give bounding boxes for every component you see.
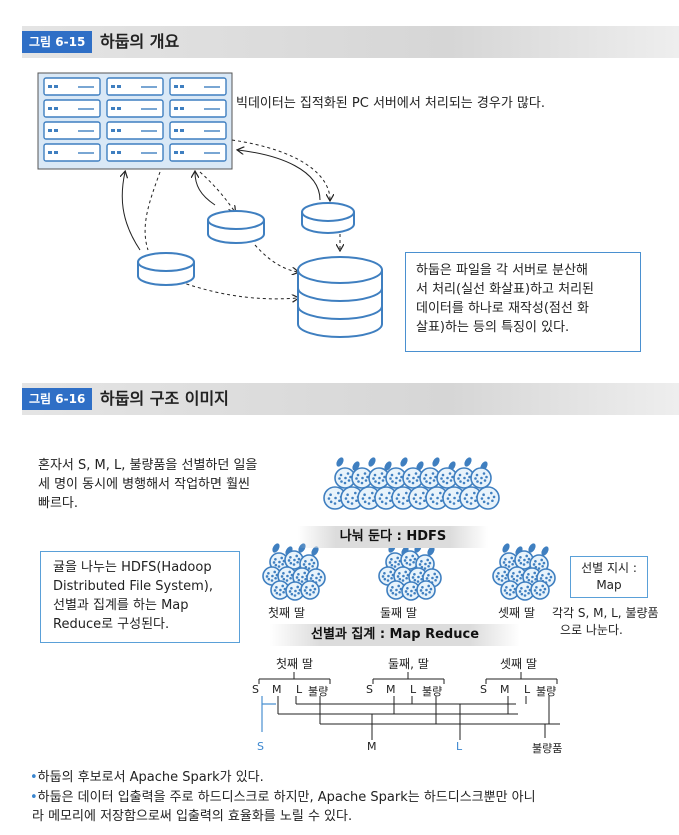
server-unit-icon — [169, 99, 227, 118]
orange-pile-icon — [378, 543, 442, 601]
bullet-text: 하둡의 후보로서 Apache Spark가 있다. — [37, 770, 264, 785]
grade-label: L — [524, 683, 531, 696]
grade-label: L — [296, 683, 303, 696]
server-unit-icon — [169, 77, 227, 96]
orange-pile-icon — [262, 543, 326, 601]
final-grade: M — [367, 740, 377, 753]
grade-label: M — [500, 683, 510, 696]
sort-note-line: 으로 나눈다. — [560, 623, 623, 637]
server-unit-icon — [106, 143, 164, 162]
desc-line: 선별과 집계를 하는 Map — [53, 598, 189, 613]
grade-label: S — [252, 683, 259, 696]
final-grade: L — [456, 740, 463, 753]
database-icon — [137, 202, 383, 338]
server-unit-icon — [43, 121, 101, 140]
sort-note-line: 각각 S, M, L, 불량품 — [552, 606, 659, 620]
server-unit-icon — [43, 99, 101, 118]
grade-label: 불량 — [308, 685, 329, 698]
structure-desc-box: 귤을 나누는 HDFS(Hadoop Distributed File Syst… — [40, 551, 240, 643]
overview-caption: 빅데이터는 집적화된 PC 서버에서 처리되는 경우가 많다. — [236, 96, 545, 111]
figure-title: 하둡의 개요 — [100, 32, 180, 51]
server-unit-icon — [169, 143, 227, 162]
figure-tag: 그림 6-16 — [22, 388, 93, 410]
map-box-line: 선별 지시 : — [581, 561, 637, 575]
tree-parent: 첫째 딸 — [276, 657, 313, 671]
final-grade: S — [257, 740, 264, 753]
grade-label: S — [366, 683, 373, 696]
intro-text: 혼자서 S, M, L, 불량품을 선별하던 일을 세 명이 동시에 병행해서 … — [38, 456, 298, 513]
grade-label: M — [272, 683, 282, 696]
tree-parent: 둘째, 딸 — [388, 657, 429, 671]
desc-line: Distributed File System), — [53, 579, 213, 594]
mapreduce-label: 선별과 집계 : Map Reduce — [270, 624, 520, 646]
daughter-label: 둘째 딸 — [380, 606, 417, 620]
intro-line: 빠르다. — [38, 496, 79, 511]
note-line: 서 처리(실선 화살표)하고 처리된 — [416, 282, 595, 297]
server-unit-icon — [106, 99, 164, 118]
final-grade: 불량품 — [532, 742, 563, 755]
grade-label: L — [410, 683, 417, 696]
figure-tag: 그림 6-15 — [22, 31, 93, 53]
map-instruction-box: 선별 지시 : Map — [570, 556, 648, 598]
server-unit-icon — [43, 77, 101, 96]
overview-note-box: 하둡은 파일을 각 서버로 분산해 서 처리(실선 화살표)하고 처리된 데이터… — [405, 252, 641, 352]
grade-label: M — [386, 683, 396, 696]
bullet-item: •하둡의 후보로서 Apache Spark가 있다. — [30, 770, 264, 785]
intro-line: 세 명이 동시에 병행해서 작업하면 훨씬 — [38, 477, 251, 492]
server-unit-icon — [43, 143, 101, 162]
bullet-text: 하둡은 데이터 입출력을 주로 하드디스크로 하지만, Apache Spark… — [37, 790, 536, 805]
bullet-text: 라 메모리에 저장함으로써 입출력의 효율화를 노릴 수 있다. — [32, 809, 353, 824]
sort-note: 각각 S, M, L, 불량품 으로 나눈다. — [552, 605, 659, 639]
hdfs-label: 나눠 둔다 : HDFS — [298, 526, 488, 548]
mapreduce-tree — [258, 672, 560, 740]
map-box-line: Map — [596, 578, 622, 592]
server-unit-icon — [106, 77, 164, 96]
daughter-label: 첫째 딸 — [268, 606, 305, 620]
orange-pile-icon — [323, 457, 500, 510]
figure-title: 하둡의 구조 이미지 — [100, 389, 229, 408]
figure-6-16-header: 그림 6-16 하둡의 구조 이미지 — [22, 383, 679, 415]
figure-6-15-header: 그림 6-15 하둡의 개요 — [22, 26, 679, 58]
note-line: 데이터를 하나로 재작성(점선 화 — [416, 301, 589, 316]
note-line: 살표)하는 등의 특징이 있다. — [416, 320, 570, 335]
bullet-item: •하둡은 데이터 입출력을 주로 하드디스크로 하지만, Apache Spar… — [30, 788, 650, 826]
note-line: 하둡은 파일을 각 서버로 분산해 — [416, 263, 589, 278]
server-unit-icon — [169, 121, 227, 140]
grade-label: 불량 — [536, 685, 557, 698]
orange-pile-icon — [492, 543, 556, 601]
tree-parent: 셋째 딸 — [500, 657, 537, 671]
intro-line: 혼자서 S, M, L, 불량품을 선별하던 일을 — [38, 458, 258, 473]
server-unit-icon — [106, 121, 164, 140]
grade-label: 불량 — [422, 685, 443, 698]
server-rack-icon — [37, 72, 233, 170]
grade-label: S — [480, 683, 487, 696]
desc-line: 귤을 나누는 HDFS(Hadoop — [53, 560, 212, 575]
desc-line: Reduce로 구성된다. — [53, 617, 170, 632]
daughter-label: 셋째 딸 — [498, 606, 535, 620]
